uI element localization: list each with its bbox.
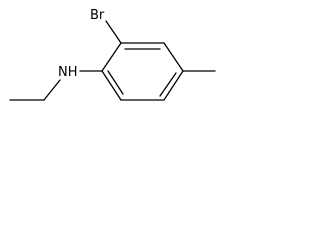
- ring-bond-c5-c6: [101, 70, 122, 101]
- bromine-atom-label: Br: [90, 8, 105, 23]
- ring-double-bond-inner-left: [107, 70, 124, 95]
- bond-ring-to-bromine: [105, 20, 122, 44]
- bond-nitrogen-to-ethyl-ch2: [43, 79, 61, 101]
- ring-bond-c6-c1: [101, 42, 122, 72]
- ring-bond-c2-c3: [163, 42, 184, 72]
- molecule-structure-diagram: Br NH: [9, 8, 216, 101]
- ring-double-bond-inner-right: [159, 72, 177, 97]
- amine-atom-label: NH: [58, 65, 78, 80]
- ring-bond-c3-c4: [163, 70, 184, 101]
